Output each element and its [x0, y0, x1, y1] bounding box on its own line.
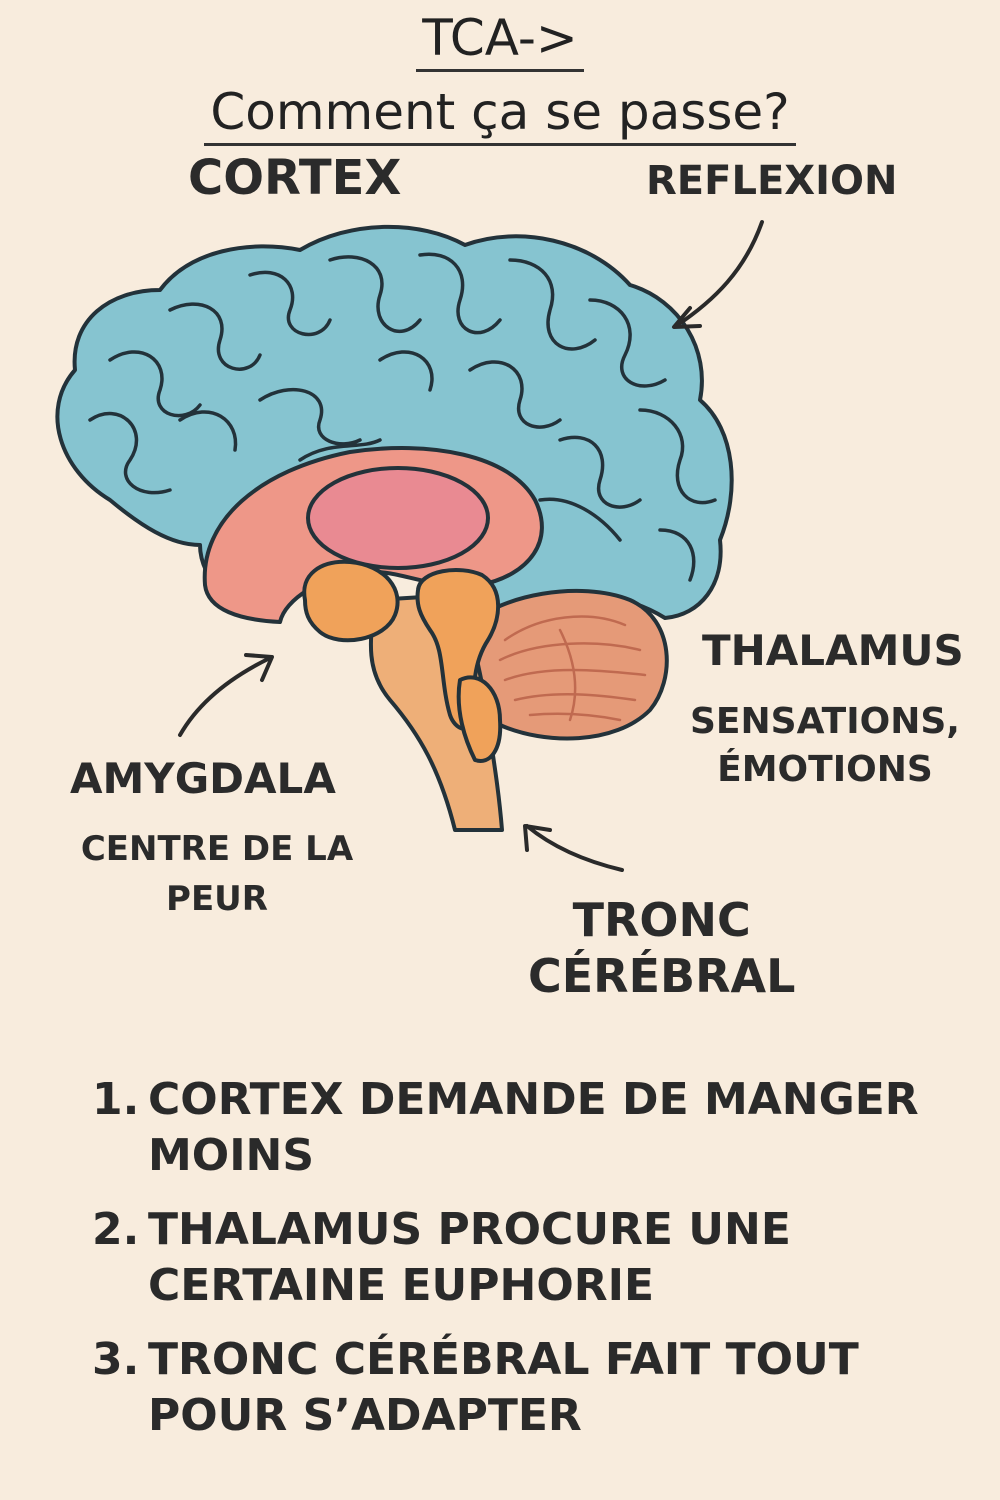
step-item: 3. TRONC CÉRÉBRAL FAIT TOUT POUR S’ADAPT…: [92, 1332, 952, 1444]
step-number: 1.: [92, 1074, 140, 1125]
limbic-inner-region: [306, 466, 490, 570]
step-text: TRONC CÉRÉBRAL FAIT TOUT POUR S’ADAPTER: [148, 1332, 952, 1444]
step-item: 2. THALAMUS PROCURE UNE CERTAINE EUPHORI…: [92, 1202, 952, 1314]
thalamus-description-line-2: ÉMOTIONS: [717, 749, 933, 790]
thalamus-description-line-1: SENSATIONS,: [690, 701, 960, 742]
tronc-arrowhead: [523, 824, 552, 852]
tronc-arrow: [525, 824, 624, 872]
amygdala-region: [302, 559, 400, 643]
thalamus-description: SENSATIONS, ÉMOTIONS: [690, 698, 960, 794]
step-text: CORTEX DEMANDE DE MANGER MOINS: [148, 1072, 952, 1184]
amygdala-arrowhead: [244, 653, 274, 682]
title-line-1-text: TCA->: [416, 9, 584, 72]
step-text-line-1: CORTEX DEMANDE DE MANGER: [148, 1074, 919, 1125]
reflexion-arrow: [674, 220, 764, 328]
reflexion-label: REFLEXION: [646, 158, 898, 204]
title-line-2: Comment ça se passe?: [0, 82, 1000, 146]
step-text-line-1: THALAMUS PROCURE UNE: [148, 1204, 791, 1255]
pons-region: [456, 675, 503, 763]
step-number: 3.: [92, 1334, 140, 1385]
tronc-cerebral-line-1: TRONC: [572, 893, 751, 947]
amygdala-arrow: [178, 656, 272, 737]
step-text-line-2: CERTAINE EUPHORIE: [148, 1260, 655, 1311]
amygdala-description: CENTRE DE LA PEUR: [72, 824, 362, 924]
thalamus-label: THALAMUS: [702, 626, 964, 675]
step-number: 2.: [92, 1204, 140, 1255]
reflexion-arrowhead: [672, 306, 702, 329]
title-line-2-text: Comment ça se passe?: [204, 83, 796, 146]
title-line-1: TCA->: [0, 8, 1000, 72]
step-text: THALAMUS PROCURE UNE CERTAINE EUPHORIE: [148, 1202, 952, 1314]
step-text-line-2: MOINS: [148, 1130, 315, 1181]
amygdala-description-line-1: CENTRE DE LA: [80, 829, 354, 869]
cortex-label: CORTEX: [188, 150, 402, 206]
amygdala-description-line-2: PEUR: [166, 879, 268, 919]
amygdala-label: AMYGDALA: [70, 754, 336, 803]
tronc-cerebral-label: TRONC CÉRÉBRAL: [528, 892, 795, 1004]
step-text-line-2: POUR S’ADAPTER: [148, 1390, 582, 1441]
brain-diagram: [55, 220, 764, 872]
tronc-cerebral-line-2: CÉRÉBRAL: [528, 949, 796, 1003]
steps-list: 1. CORTEX DEMANDE DE MANGER MOINS 2. THA…: [92, 1072, 952, 1462]
step-text-line-1: TRONC CÉRÉBRAL FAIT TOUT: [148, 1334, 859, 1385]
step-item: 1. CORTEX DEMANDE DE MANGER MOINS: [92, 1072, 952, 1184]
